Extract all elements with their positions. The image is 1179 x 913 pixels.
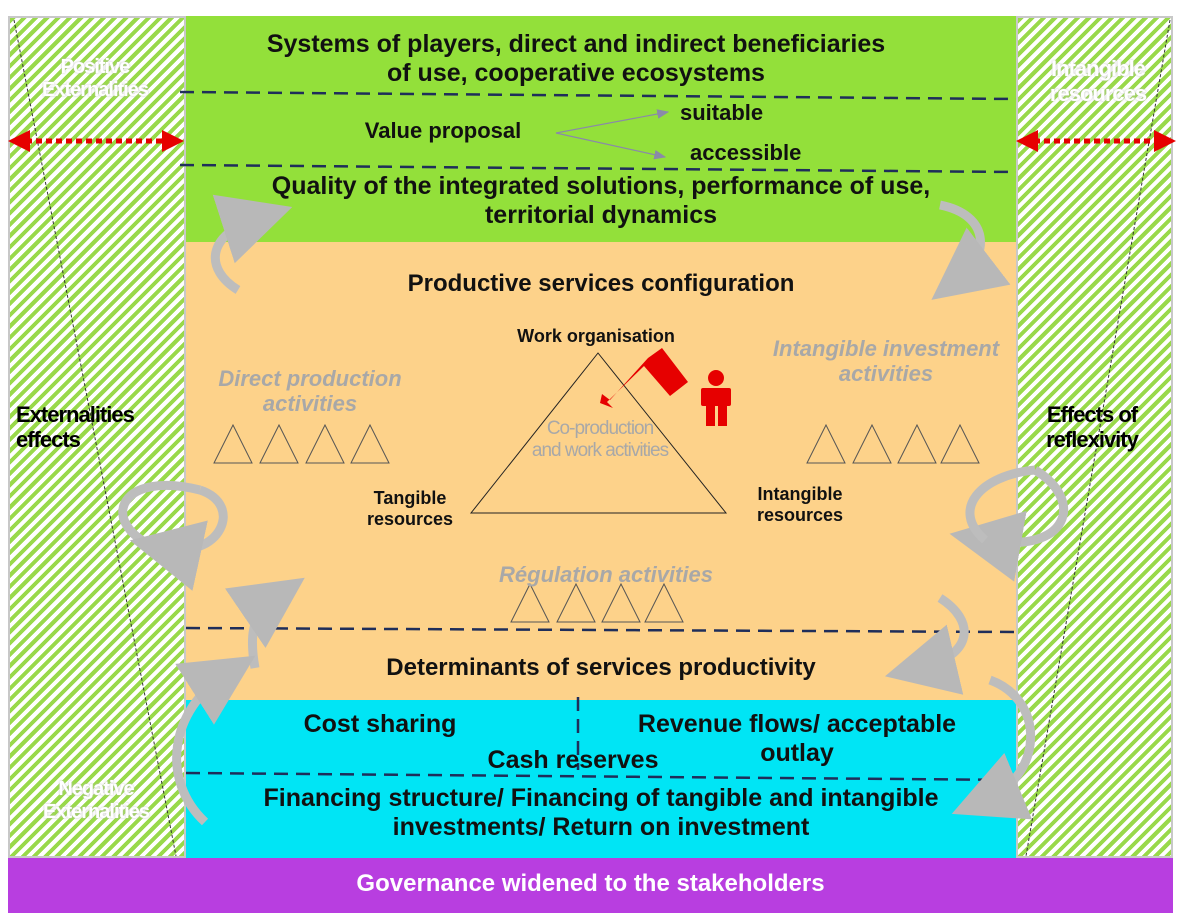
revenue-flows-label: Revenue flows/ acceptable outlay bbox=[637, 710, 957, 767]
right-funnel-line bbox=[1025, 19, 1171, 857]
cost-sharing-label: Cost sharing bbox=[303, 710, 457, 738]
dashed-separators bbox=[179, 90, 1017, 782]
externalities-effects-label: Externalities effects bbox=[16, 402, 135, 453]
left-hatched-column bbox=[8, 16, 186, 858]
regulation-activities-label: Régulation activities bbox=[499, 562, 713, 587]
middle-orange-zone bbox=[186, 242, 1016, 700]
direct-production-label: Direct production activities bbox=[218, 366, 402, 417]
suitable-label: suitable bbox=[680, 100, 764, 125]
systems-of-players-text: Systems of players, direct and indirect … bbox=[266, 30, 886, 87]
right-red-double-arrow bbox=[1016, 130, 1176, 152]
tangible-resources-label: Tangible resources bbox=[366, 488, 454, 529]
coproduction-label: Co-production and work activities bbox=[531, 418, 669, 461]
cash-reserves-label: Cash reserves bbox=[487, 746, 659, 774]
grey-curved-arrows bbox=[118, 194, 1068, 826]
left-red-double-arrow bbox=[8, 130, 184, 152]
negative-externalities-label: Negative Externalities bbox=[43, 778, 150, 823]
determinants-label: Determinants of services productivity bbox=[386, 654, 816, 681]
effects-of-reflexivity-label: Effects of reflexivity bbox=[1046, 402, 1139, 453]
work-organisation-label: Work organisation bbox=[517, 326, 675, 346]
value-proposal-label: Value proposal bbox=[364, 118, 522, 143]
top-green-zone bbox=[186, 16, 1016, 242]
financing-structure-text: Financing structure/ Financing of tangib… bbox=[263, 784, 939, 841]
governance-label: Governance widened to the stakeholders bbox=[356, 870, 825, 897]
positive-externalities-label: Positive Externalities bbox=[42, 56, 149, 101]
intangible-investment-label: Intangible investment activities bbox=[772, 336, 1000, 387]
work-organisation-triangle bbox=[469, 352, 728, 514]
intangible-investment-triangles bbox=[806, 423, 980, 464]
accessible-label: accessible bbox=[690, 140, 802, 165]
footer-governance-bar bbox=[8, 858, 1173, 913]
person-icon bbox=[701, 370, 731, 426]
right-hatched-column bbox=[1016, 16, 1173, 858]
intangible-resources-label: Intangible resources bbox=[756, 484, 844, 525]
regulation-triangles bbox=[510, 582, 684, 623]
arrow-to-suitable bbox=[555, 109, 670, 134]
red-bent-arrow bbox=[600, 348, 688, 408]
intangible-resources-side-label: Intangible resources bbox=[1049, 56, 1147, 107]
left-funnel-line bbox=[13, 19, 177, 857]
direct-production-triangles bbox=[213, 423, 390, 464]
arrow-to-accessible bbox=[555, 132, 667, 160]
quality-text: Quality of the integrated solutions, per… bbox=[271, 172, 931, 229]
productive-services-title: Productive services configuration bbox=[407, 270, 795, 297]
